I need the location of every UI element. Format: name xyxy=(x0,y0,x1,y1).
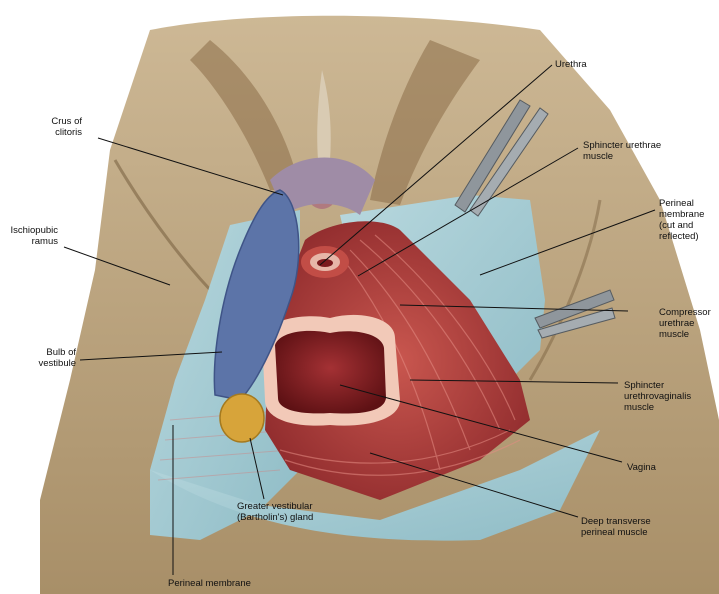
leader-greater-vestibular-gland xyxy=(249,437,265,500)
forceps-instruments xyxy=(454,99,616,339)
label-ischiopubic-ramus: Ischiopubic ramus xyxy=(10,225,58,247)
label-greater-vestibular-gland: Greater vestibular (Bartholin's) gland xyxy=(237,501,314,523)
leader-sphincter-urethrovaginalis xyxy=(409,379,619,384)
leader-bulb-of-vestibule xyxy=(79,351,223,361)
leader-sphincter-urethrae xyxy=(357,147,579,277)
label-urethra: Urethra xyxy=(555,59,587,70)
leader-compressor-urethrae xyxy=(399,304,629,312)
leader-crus-of-clitoris xyxy=(97,137,284,196)
label-vagina: Vagina xyxy=(627,462,656,473)
greater-vestibular-gland-structure xyxy=(219,393,265,443)
label-perineal-membrane-reflected: Perineal membrane (cut and reflected) xyxy=(659,198,705,242)
label-sphincter-urethrovaginalis-muscle: Sphincter urethrovaginalis muscle xyxy=(624,380,692,413)
leader-perineal-membrane-reflected xyxy=(479,209,656,276)
clitoris-structure xyxy=(270,70,375,215)
label-sphincter-urethrae-muscle: Sphincter urethrae muscle xyxy=(583,140,662,162)
label-bulb-of-vestibule: Bulb of vestibule xyxy=(38,347,77,369)
leader-lines xyxy=(63,64,656,575)
leader-deep-transverse-perineal xyxy=(369,452,579,518)
leader-urethra xyxy=(319,64,553,266)
label-perineal-membrane: Perineal membrane xyxy=(168,578,251,589)
leader-vagina xyxy=(339,384,623,463)
leader-ischiopubic-ramus xyxy=(63,246,171,286)
label-crus-of-clitoris: Crus of clitoris xyxy=(51,116,82,138)
vagina-structure xyxy=(262,314,400,426)
label-deep-transverse-perineal-muscle: Deep transverse perineal muscle xyxy=(581,516,651,538)
label-compressor-urethrae-muscle: Compressor urethrae muscle xyxy=(659,307,711,340)
urethra-structure xyxy=(301,246,349,278)
